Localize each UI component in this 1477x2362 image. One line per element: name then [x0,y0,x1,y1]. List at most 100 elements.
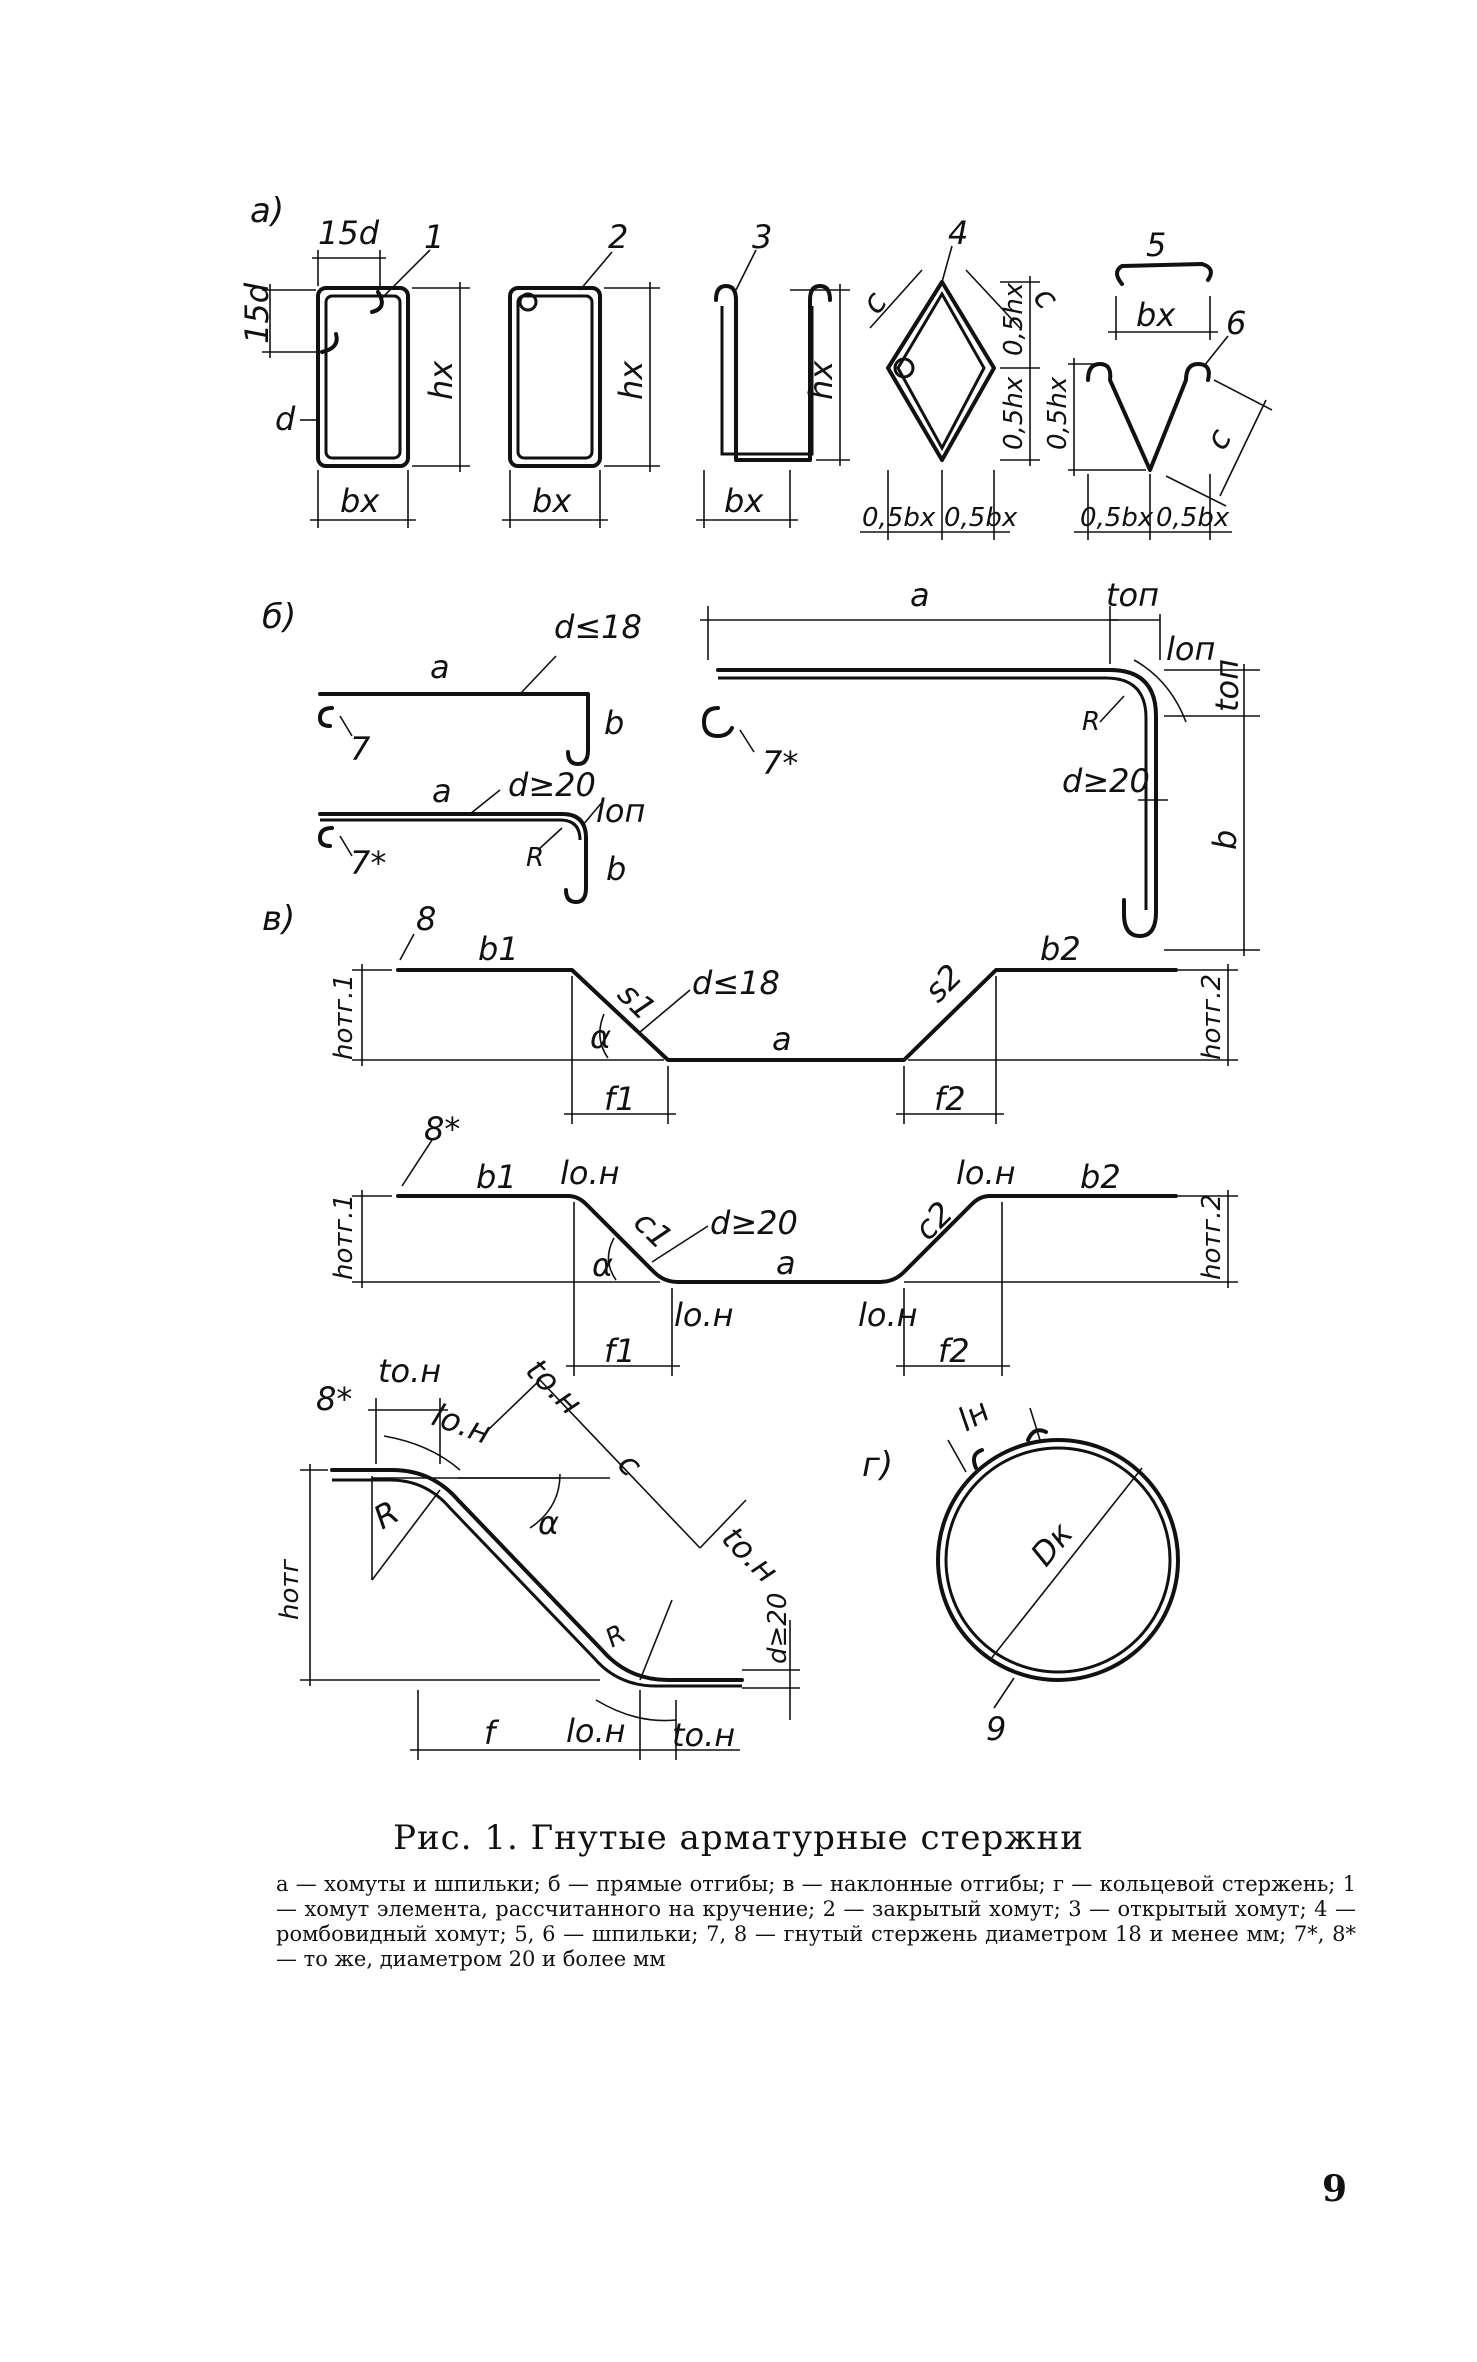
number-1: 1 [424,218,444,256]
label-R-7s: R [526,843,544,873]
number-2: 2 [608,218,628,256]
label-05hx-6: 0,5hx [1043,376,1073,450]
label-alpha-detail: α [538,1504,559,1542]
label-hx-2: hx [612,360,650,400]
label-alpha-8: α [590,1018,611,1056]
label-Dk: Dк [1023,1515,1081,1574]
label-alpha-8s: α [592,1246,613,1284]
label-hx-3: hx [802,360,840,400]
bar-7: a d≤18 b 7 [318,608,642,768]
label-b2-8s: b2 [1080,1158,1121,1196]
pin-5: bx 5 [1108,226,1218,340]
label-05bx-6a: 0,5bx [1080,503,1154,533]
label-bx-2: bx [532,482,572,520]
panel-label-a: а) [250,191,284,231]
label-d18-7: d≤18 [554,608,642,646]
label-05bx-4b: 0,5bx [944,503,1018,533]
label-a-8: a [772,1020,792,1058]
label-c2: c2 [907,1194,961,1248]
number-8: 8 [416,900,436,938]
label-toh-d2: tо.н [518,1351,590,1423]
label-d20-detail: d≥20 [763,1593,793,1664]
number-8-star-detail: 8* [316,1380,352,1418]
panel-label-b: б) [262,597,296,637]
label-hotg2-8s: hотг.2 [1197,1194,1227,1280]
label-a-7s: a [432,772,452,810]
label-lon-7s: lоп [596,792,645,830]
label-05bx-6b: 0,5bx [1156,503,1230,533]
label-loh-8s-b: lо.н [956,1154,1016,1192]
label-a-7l: a [910,576,930,614]
label-c-detail: c [610,1445,650,1485]
label-hotg1-8: hотг.1 [329,974,359,1060]
label-lon-7l: lоп [1166,630,1215,668]
page-number: 9 [1322,2168,1348,2210]
number-7: 7 [350,730,371,768]
label-f1-8: f1 [604,1080,636,1118]
label-f2-8: f2 [934,1080,966,1118]
label-bx-1: bx [340,482,380,520]
stirrup-1: 15d 15d d hx bx 1 [238,214,470,528]
figure-caption-body: а — хомуты и шпильки; б — прямые отгибы;… [276,1872,1356,1971]
label-b-7s: b [606,850,626,888]
bar-7-star-large: a tоп lоп tоп R d≥20 b 7* [700,576,1260,956]
bent-bar-8: 8 b1 b2 s1 s2 d≤18 a α f1 f2 hотг.1 hотг… [329,900,1238,1124]
label-b1-8: b1 [478,930,519,968]
number-6: 6 [1226,304,1246,342]
label-ln: lн [951,1391,996,1439]
bend-detail-8-star: 8* tо.н lо.н tо.н c tо.н R R α hотг d≥20… [275,1351,800,1760]
label-ton-7l-side: tоп [1208,659,1246,712]
label-loh-8s-c: lо.н [674,1296,734,1334]
label-05bx-4a: 0,5bx [862,503,936,533]
label-b-7: b [604,704,624,742]
label-f-detail: f [484,1714,500,1752]
label-b1-8s: b1 [476,1158,517,1196]
label-b2-8: b2 [1040,930,1081,968]
label-toh-d1: tо.н [378,1352,441,1390]
label-d20-8s: d≥20 [710,1204,798,1242]
label-loh-8s-d: lо.н [858,1296,918,1334]
label-d20-7l: d≥20 [1062,762,1150,800]
label-05hx-4a: 0,5hx [999,282,1029,356]
figure-caption-title: Рис. 1. Гнутые арматурные стержни [393,1818,1084,1858]
number-8-star: 8* [424,1110,460,1148]
label-bx-5: bx [1136,296,1176,334]
number-4: 4 [948,214,968,252]
label-hx-1: hx [422,360,460,400]
panel-label-v: в) [262,899,295,939]
number-7s-small: 7* [350,844,386,882]
label-a-7: a [430,648,450,686]
panel-label-g: г) [862,1445,893,1485]
pin-6: 0,5hx c 0,5bx 0,5bx 6 [1043,304,1273,540]
label-R-d2: R [601,1619,632,1654]
label-c-4b: c [1026,279,1067,317]
label-toh-d4: tо.н [672,1716,735,1754]
label-d20-7s: d≥20 [508,766,596,804]
label-d18-8: d≤18 [692,964,780,1002]
label-f1-8s: f1 [604,1332,636,1370]
label-f2-8s: f2 [938,1332,970,1370]
stirrup-4: c c 0,5hx 0,5hx 0,5bx 0,5bx 4 [853,214,1067,540]
label-c-4a: c [853,284,894,321]
label-c-6: c [1198,422,1240,456]
number-3: 3 [752,218,772,256]
bar-7-star-small: a d≥20 lоп R b 7* [318,766,645,904]
label-loh-d2: lо.н [566,1712,626,1750]
label-15d-top: 15d [318,214,380,252]
label-ton-7l: tоп [1106,576,1159,614]
label-b-7l: b [1206,830,1244,850]
label-loh-8s-a: lо.н [560,1154,620,1192]
number-7s-large: 7* [762,744,798,782]
bent-bar-8-star: 8* b1 b2 lо.н lо.н c1 c2 d≥20 a α lо.н l… [329,1110,1238,1376]
figure-bent-rebars: а) 15d 15d d hx bx 1 [238,191,1273,1760]
label-hotg2-8: hотг.2 [1197,974,1227,1060]
label-toh-d3: tо.н [714,1519,786,1591]
ring-bar-9: г) lн Dк 9 [862,1391,1180,1748]
number-9: 9 [986,1710,1006,1748]
stirrup-2: hx bx 2 [502,218,660,528]
label-bx-3: bx [724,482,764,520]
label-hotg1-8s: hотг.1 [329,1194,359,1280]
label-15d-side: 15d [238,282,276,344]
number-5: 5 [1146,226,1166,264]
